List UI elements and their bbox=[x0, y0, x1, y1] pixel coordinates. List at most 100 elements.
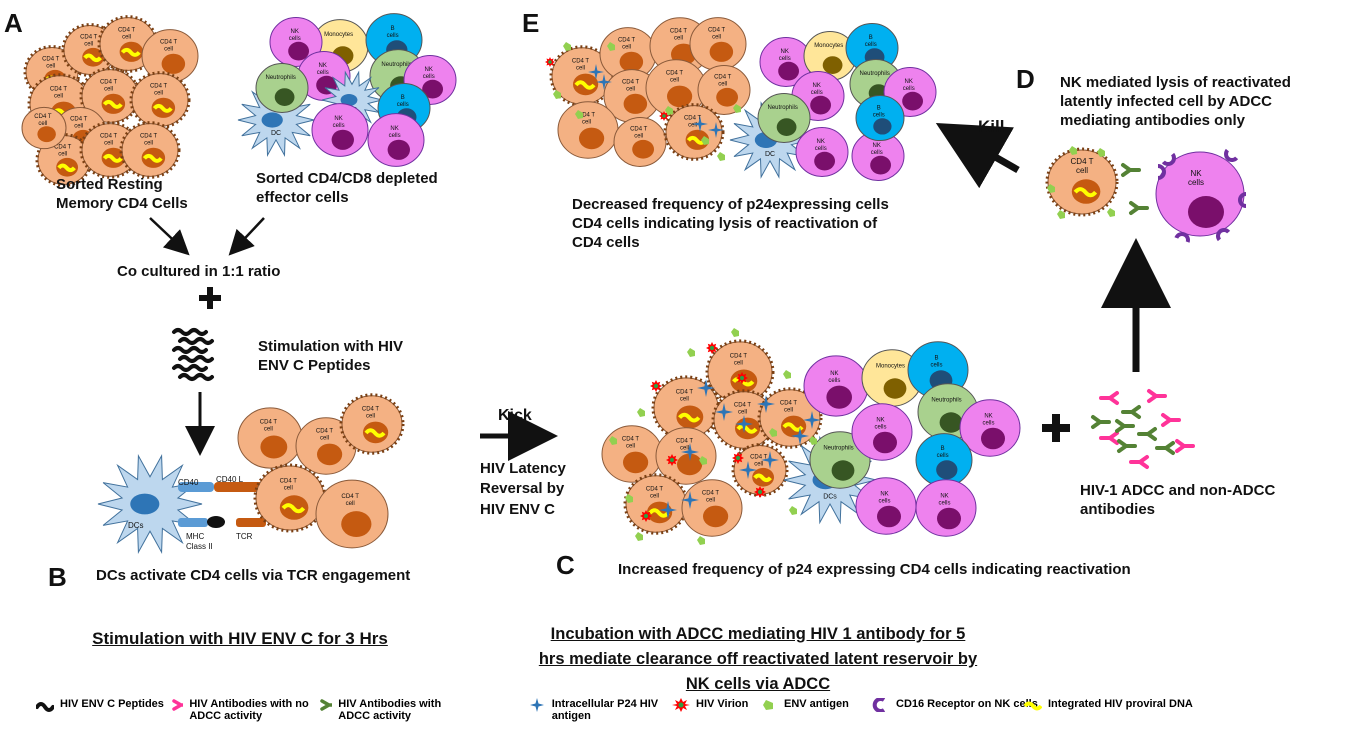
monocyte-nucleus bbox=[822, 56, 843, 74]
cd4-nucleus bbox=[703, 505, 729, 528]
legend-item: CD16 Receptor on NK cells bbox=[872, 698, 1038, 712]
green-antibody-icon-shape bbox=[1121, 163, 1141, 177]
env-antigen-icon bbox=[733, 104, 741, 113]
legend-item: HIV ENV C Peptides bbox=[36, 698, 164, 712]
nk-nucleus bbox=[422, 79, 443, 99]
env-antigen-icon bbox=[553, 90, 561, 99]
neutrophil-nucleus bbox=[831, 460, 855, 481]
cell-label-line: cell bbox=[712, 34, 721, 40]
cell-label-line: CD4 T bbox=[100, 133, 118, 139]
cell-label-line: NK bbox=[425, 67, 433, 73]
cell-label: Monocytes bbox=[814, 43, 843, 49]
cell-label-line: cell bbox=[718, 81, 727, 87]
green-antibody-icon bbox=[1091, 415, 1111, 429]
nk-nucleus bbox=[902, 91, 923, 111]
nk-cell bbox=[959, 399, 1021, 457]
cell-label-line: cells bbox=[779, 56, 791, 62]
panel-d-caption: NK mediated lysis of reactivated latentl… bbox=[1060, 74, 1291, 129]
env-antigen-icon bbox=[783, 370, 791, 379]
cell-label: DC bbox=[271, 130, 281, 137]
cd16-receptor-icon-shape bbox=[872, 698, 886, 712]
cell-label-line: CD4 T bbox=[42, 56, 60, 62]
p24-star-icon bbox=[708, 122, 724, 138]
legend-item: HIV Antibodies with ADCC activity bbox=[320, 698, 460, 722]
cell-label-line: CD4 T bbox=[734, 403, 752, 409]
cell-label-line: cell bbox=[46, 63, 55, 69]
cell-label-line: cells bbox=[317, 70, 329, 76]
nk-cell bbox=[367, 113, 425, 167]
p24-star-icon-shape bbox=[530, 698, 544, 712]
cell-label-line: cell bbox=[634, 133, 643, 139]
proviral-dna-icon-shape bbox=[1024, 701, 1042, 711]
env-antigen-icon bbox=[609, 436, 617, 445]
nk-nucleus bbox=[331, 129, 354, 150]
cell-label-line: NK bbox=[940, 494, 948, 500]
cell-label-line: cells bbox=[815, 146, 827, 152]
cell-label-line: cell bbox=[622, 44, 631, 50]
green-antibody-icon bbox=[1115, 419, 1135, 433]
cell-label-line: cells bbox=[828, 378, 840, 384]
resting-cells-caption: Sorted Resting Memory CD4 Cells bbox=[56, 176, 188, 212]
cd4-nucleus bbox=[716, 87, 739, 107]
pink-antibody-icon bbox=[1161, 413, 1181, 427]
nk-nucleus bbox=[810, 95, 831, 115]
cell-label-line: CD4 T bbox=[708, 27, 726, 33]
cell-label-line: cell bbox=[754, 461, 763, 467]
proviral-dna-icon bbox=[120, 47, 141, 57]
infected-cell-outline bbox=[663, 103, 725, 161]
cell-label-line: NK bbox=[319, 63, 327, 69]
panel-label-d: D bbox=[1016, 64, 1035, 94]
cell-label-line: NK bbox=[390, 126, 398, 132]
legend-item: Integrated HIV proviral DNA bbox=[1024, 698, 1193, 712]
cell-label-line: cell bbox=[84, 41, 93, 47]
b-cell-nucleus bbox=[936, 460, 958, 480]
green-antibody-icon-shape bbox=[1155, 441, 1175, 455]
cell-label: Monocytes bbox=[324, 32, 353, 38]
env-antigen-icon bbox=[687, 348, 695, 357]
panel-label-e: E bbox=[522, 8, 540, 38]
pink-antibody-icon bbox=[172, 699, 184, 711]
nk-nucleus bbox=[778, 61, 799, 81]
cell-label-line: cell bbox=[626, 444, 635, 450]
nk-nucleus bbox=[937, 507, 961, 530]
cell-label-line: CD4 T bbox=[670, 29, 688, 35]
env-antigen-icon bbox=[697, 536, 705, 545]
panel-c-caption: Increased frequency of p24 expressing CD… bbox=[618, 561, 1131, 578]
cell-label-line: CD4 T bbox=[80, 34, 98, 40]
cd4-nucleus bbox=[632, 139, 655, 159]
cell-label-line: cell bbox=[674, 36, 683, 42]
env-antigen-icon bbox=[717, 152, 725, 161]
env-antigen-icon bbox=[1107, 208, 1115, 217]
cell-label-line: cells bbox=[937, 453, 949, 459]
green-antibody-icon bbox=[1117, 439, 1137, 453]
cd16-receptor-icon bbox=[872, 698, 886, 712]
pink-antibody-icon-shape bbox=[172, 699, 184, 711]
pink-antibody-icon bbox=[1099, 431, 1119, 445]
cell-label-line: CD4 T bbox=[1071, 157, 1094, 166]
peptide-icon bbox=[178, 373, 214, 381]
cell-label-line: cell bbox=[264, 427, 273, 433]
cell-label-line: CD4 T bbox=[160, 39, 178, 45]
cell-label-line: cell bbox=[626, 86, 635, 92]
green-antibody-icon-shape bbox=[1117, 439, 1137, 453]
cell-label-line: cell bbox=[164, 46, 173, 52]
tcr-label: TCR bbox=[236, 532, 253, 541]
proviral-dna-icon bbox=[102, 99, 123, 109]
cell-label-line: CD4 T bbox=[54, 144, 72, 150]
panel-b-caption: DCs activate CD4 cells via TCR engagemen… bbox=[96, 567, 411, 584]
